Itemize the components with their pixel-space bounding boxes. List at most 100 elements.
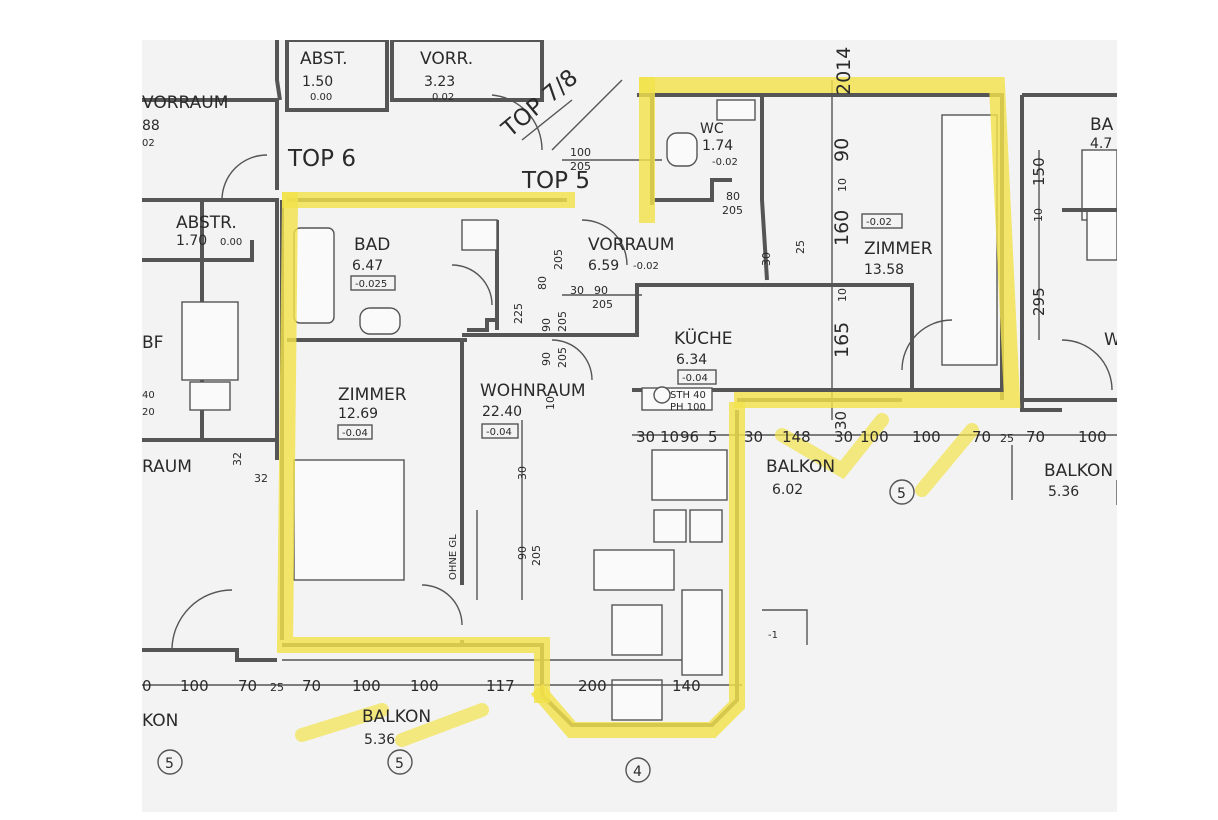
chair-left [653,509,687,543]
abstr-label: ABSTR. [176,213,237,233]
dim-10a: 10 [836,178,849,192]
bf-fragment: BF [142,333,163,353]
grid-marker-circle-1 [157,749,183,775]
grid-marker-circle-4 [889,479,915,505]
door-wohnraum [551,339,593,381]
dim-150: 150 [1030,157,1048,186]
dim-90c: 90 [540,352,553,366]
dim-bottom-0: 0 [142,677,152,695]
dim-top-8: 100 [912,428,941,446]
grid-marker-circle-2 [387,749,413,775]
dim-10b: 10 [836,288,849,302]
dim-top-2: 96 [680,428,699,446]
grid-marker-4: 5 [897,486,906,502]
wohnraum-area: 22.40 [482,404,522,420]
dims-top-row: 30 10 96 5 30 148 30 100 100 70 25 70 10… [636,428,1107,446]
dim-top-3: 5 [708,428,718,446]
dim-top-7: 100 [860,428,889,446]
wc-label: WC [700,121,724,137]
balkon-bottom-label: BALKON [362,707,431,727]
coffee-table [611,604,663,656]
wc-level: -0.02 [712,157,738,168]
dim-32a: 32 [231,452,244,466]
dim-top-6: 30 [834,428,853,446]
abstr-level: 0.00 [220,237,242,248]
dim-160: 160 [831,210,853,246]
dim-top-12: 100 [1078,428,1107,446]
dim-30h: 30 [570,284,584,297]
vorr-top-level: 0.02 [432,92,454,103]
dim-205a: 205 [570,160,591,173]
dim-bottom-5: 100 [352,677,381,695]
kueche-area: 6.34 [676,352,707,368]
abst-top-label: ABST. [300,49,348,69]
dim-90k: 90 [516,546,529,560]
zimmer-right-level: -0.02 [866,217,892,228]
dim-10c: 10 [544,396,557,410]
dim-30v: 30 [832,411,850,430]
vorr-top-label: VORR. [420,49,473,69]
dim-30c: 30 [516,466,529,480]
bad-area: 6.47 [352,258,383,274]
grid-marker-1: 5 [165,756,174,772]
frag-40: 40 [142,390,155,401]
double-bed [293,459,405,581]
dim-205k: 205 [530,545,543,566]
dim-295: 295 [1030,287,1048,316]
balkon-bottom-area: 5.36 [364,732,395,748]
dim-165: 165 [831,322,853,358]
balkon-right-label: BALKON [1044,461,1113,481]
balkon-top-label: BALKON [766,457,835,477]
grid-marker-2: 5 [395,756,404,772]
apartment-highlight [276,77,1021,747]
top5-label: TOP 5 [521,168,590,194]
kueche-level: -0.04 [682,373,708,384]
zimmer-right-label: ZIMMER [864,239,933,259]
wohnraum-label: WOHNRAUM [480,381,586,401]
chair-right [689,509,723,543]
dim-225: 225 [512,303,525,324]
dim-top-11: 70 [1026,428,1045,446]
top6-label: TOP 6 [287,146,356,172]
dim-25: 25 [794,240,807,254]
dim-bottom-4: 70 [302,677,321,695]
floor-plan-drawing: ABST. 1.50 0.00 VORR. 3.23 0.02 TOP 6 TO… [142,40,1117,783]
armchair [611,679,663,721]
wohnraum-level: -0.04 [486,427,512,438]
dim-90v: 90 [540,318,553,332]
fixtures [293,99,998,721]
dim-80: 80 [726,190,740,203]
raum-left-label: RAUM [142,457,192,477]
door-bad [451,264,493,306]
dim-10r: 10 [1032,208,1045,222]
dim-205c: 205 [556,347,569,368]
dim-top-0: 30 [636,428,655,446]
wc-area: 1.74 [702,138,733,154]
dim-bottom-1: 100 [180,677,209,695]
dim-30k: 30 [760,252,773,266]
neighbor-walls [142,40,1117,662]
zimmer-left-level: -0.04 [342,428,368,439]
abst-top-area: 1.50 [302,74,333,90]
kitchen-note-sth: STH 40 [670,390,706,401]
dim-bottom-2: 70 [238,677,257,695]
dim-205h: 205 [592,298,613,311]
sofa [593,549,675,591]
vorraum-left-area: 88 [142,118,160,134]
dim-top-1: 10 [660,428,679,446]
balkon-left-label: KON [142,711,178,731]
abst-top-level: 0.00 [310,92,332,103]
vorraum-level: -0.02 [633,261,659,272]
dim-top-9: 70 [972,428,991,446]
dim-top-10: 25 [1000,432,1014,445]
balkon-right-area: 5.36 [1048,484,1079,500]
ba-fragment-area: 4.7 [1090,136,1112,152]
dim-bottom-9: 140 [672,677,701,695]
frag-20: 20 [142,407,155,418]
balkon-top-area: 6.02 [772,482,803,498]
door-zimmer-left [421,584,463,626]
room-labels: WC 1.74 -0.02 BAD 6.47 -0.025 VORRAUM 6.… [337,121,933,748]
dim-205b: 205 [722,204,743,217]
bathtub [293,227,335,324]
grid-marker-3: 4 [633,764,642,780]
